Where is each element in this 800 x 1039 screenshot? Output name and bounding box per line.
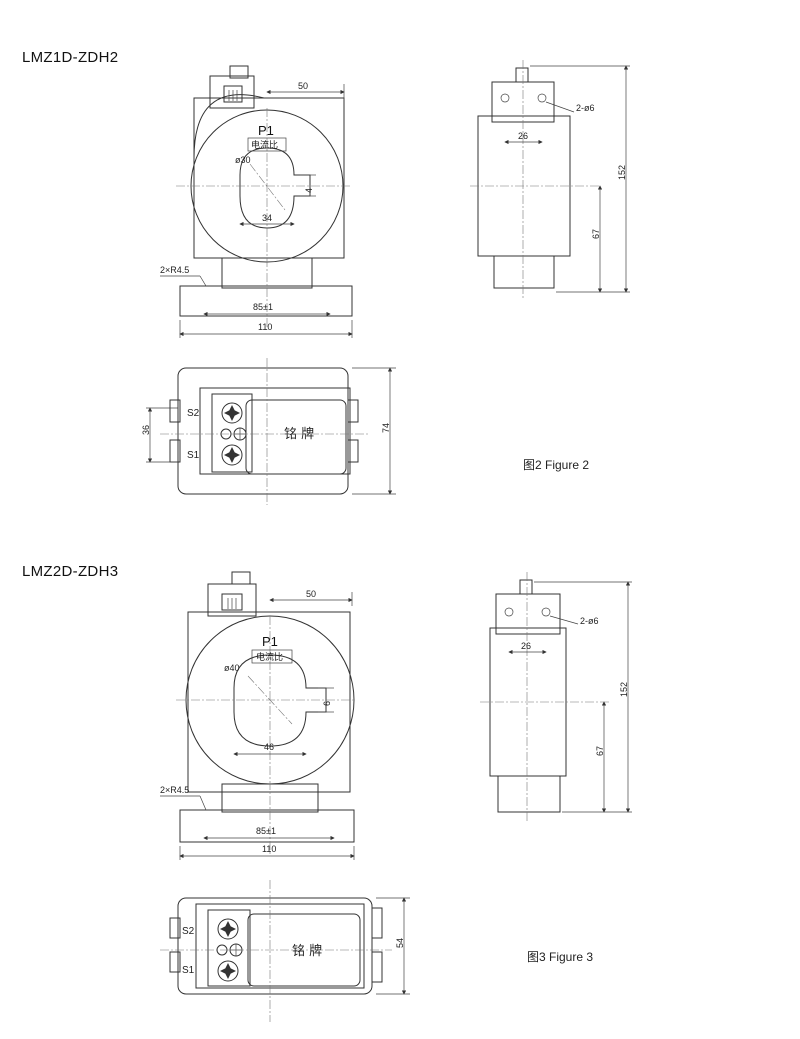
fig2-terminal-s1-icon <box>221 444 243 466</box>
fig3-side-holes: 2-ø6 <box>580 616 599 626</box>
fig3-top-view: S2 S1 铭 牌 54 <box>160 880 410 1022</box>
fig2-top-dim-74: 74 <box>381 423 391 433</box>
fig3-dim-holes: 2×R4.5 <box>160 785 189 795</box>
fig2-terminal-s2-icon <box>221 402 243 424</box>
fig2-side-view: 26 2-ø6 152 67 <box>470 60 630 298</box>
fig2-side-dim-67: 67 <box>591 229 601 239</box>
fig2-dim-110: 110 <box>258 322 272 332</box>
fig2-side-dim-26: 26 <box>518 131 528 141</box>
fig3-side-view: 26 2-ø6 152 67 <box>480 572 632 822</box>
fig2-s2-label: S2 <box>187 408 200 419</box>
figure-3-caption: 图3 Figure 3 <box>527 950 594 964</box>
fig3-side-dim-67: 67 <box>595 746 605 756</box>
fig3-ratio-label: 电流比 <box>256 651 283 663</box>
fig2-p1-label: P1 <box>258 123 274 138</box>
fig2-dim-85: 85±1 <box>253 302 273 312</box>
fig2-top-view: S2 S1 铭 牌 36 74 <box>141 358 396 505</box>
fig2-ratio-label: 电流比 <box>251 139 278 151</box>
fig3-top-dim-54: 54 <box>395 938 405 948</box>
fig2-side-holes: 2-ø6 <box>576 103 595 113</box>
fig2-front-view: 50 34 ø30 4 85±1 110 2×R4.5 P1 电流比 <box>160 65 353 338</box>
fig2-s1-label: S1 <box>187 450 200 461</box>
model-title-lmz1d: LMZ1D-ZDH2 <box>22 49 119 66</box>
fig3-s1-label: S1 <box>182 965 195 976</box>
fig2-dim-holes: 2×R4.5 <box>160 265 189 275</box>
fig2-side-dim-152: 152 <box>617 165 627 180</box>
figure-2-caption: 图2 Figure 2 <box>523 458 590 472</box>
fig2-dim-slot: 4 <box>304 188 314 193</box>
fig3-dim-bore: ø40 <box>224 663 240 673</box>
fig2-dim-bore: ø30 <box>235 155 251 165</box>
fig3-front-view: 50 46 ø40 6 85±1 110 2×R4.5 P1 电流比 <box>160 571 356 860</box>
model-title-lmz2d: LMZ2D-ZDH3 <box>22 563 119 580</box>
fig3-side-dim-152: 152 <box>619 682 629 697</box>
fig3-dim-46: 46 <box>264 742 274 752</box>
fig3-side-dim-26: 26 <box>521 641 531 651</box>
fig2-dim-50: 50 <box>298 81 308 91</box>
fig3-s2-label: S2 <box>182 926 195 937</box>
fig3-dim-110: 110 <box>262 844 276 854</box>
fig3-dim-slot: 6 <box>322 701 332 706</box>
fig3-dim-85: 85±1 <box>256 826 276 836</box>
fig3-p1-label: P1 <box>262 634 278 649</box>
fig3-terminal-s2-icon <box>217 918 239 940</box>
fig2-top-dim-36: 36 <box>141 425 151 435</box>
fig3-nameplate-label: 铭 牌 <box>292 943 322 959</box>
fig2-dim-34: 34 <box>262 213 272 223</box>
fig3-dim-50: 50 <box>306 589 316 599</box>
fig3-terminal-s1-icon <box>217 960 239 982</box>
